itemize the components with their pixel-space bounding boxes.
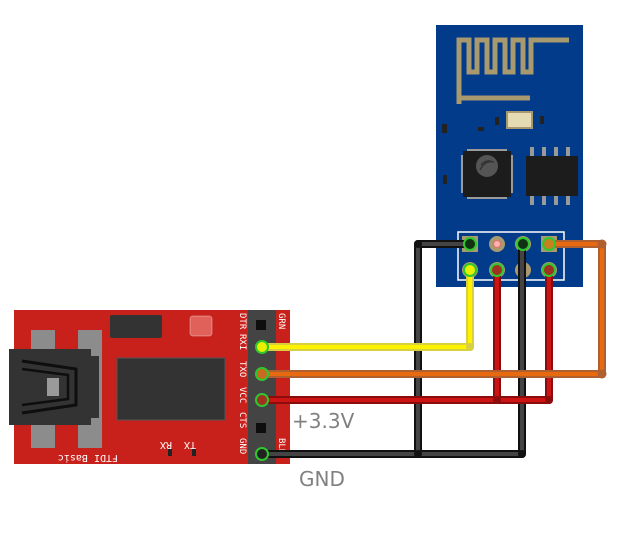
esp-smd	[540, 116, 544, 124]
ftdi-header	[248, 310, 276, 464]
ftdi-board: TX RX FTDI Basic DTR RXI TXO VCC CTS GND…	[9, 310, 290, 464]
regulator	[110, 315, 162, 338]
esp-smd	[478, 127, 484, 131]
board-name-label: FTDI Basic	[58, 452, 118, 463]
tx-led-label: TX	[184, 439, 196, 450]
pin-label-dtr: DTR	[237, 313, 247, 330]
tx-led	[192, 449, 196, 456]
gnd-annotation: GND	[299, 467, 345, 491]
vcc-annotation: +3.3V	[292, 409, 355, 433]
pin-label-cts: CTS	[237, 412, 247, 428]
pin-label-rxi: RXI	[237, 334, 247, 350]
espressif-logo-icon	[476, 155, 498, 177]
flash-chip	[526, 147, 578, 205]
wires	[255, 237, 607, 461]
esp-smd	[495, 117, 499, 125]
ftdi-pin-cts	[256, 423, 266, 433]
pin-label-gnd: GND	[237, 438, 247, 454]
pin-label-txo: TXO	[237, 361, 247, 377]
esp-header-outline	[457, 231, 565, 281]
esp-chip	[461, 149, 513, 199]
esp-smd	[443, 175, 447, 184]
edge-label-grn: GRN	[276, 313, 286, 329]
junction-dots	[414, 239, 607, 458]
pin-label-vcc: VCC	[237, 387, 247, 403]
ftdi-pin-dtr	[256, 320, 266, 330]
usb-connector	[9, 349, 99, 425]
rx-led-label: RX	[160, 439, 172, 450]
tx-wire	[258, 240, 606, 378]
vcc-wire	[258, 266, 553, 404]
esp-smd	[442, 124, 447, 133]
rx-led	[168, 449, 172, 456]
power-led	[189, 315, 213, 337]
edge-label-blk: BLK	[276, 438, 286, 455]
ftdi-chip	[116, 357, 226, 421]
connection-markers	[255, 237, 556, 461]
esp-led	[506, 111, 533, 129]
esp-antenna-trace	[456, 37, 569, 104]
